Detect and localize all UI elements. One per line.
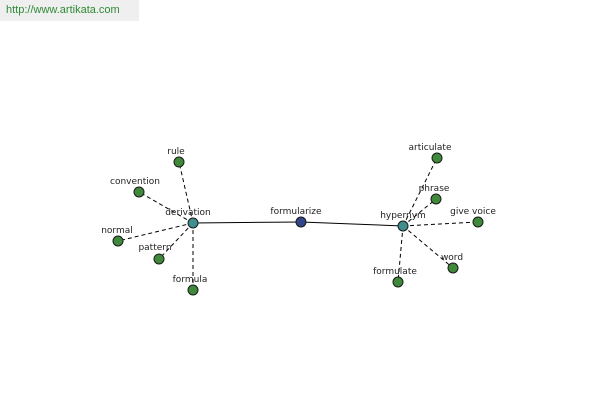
edge-formularize-derivation <box>192 221 302 224</box>
convention-label[interactable]: convention <box>110 177 160 187</box>
site-url-link[interactable]: http://www.artikata.com <box>6 4 120 16</box>
edge-hypernym-give-voice <box>402 221 479 227</box>
hypernym-hub-node[interactable] <box>397 220 409 232</box>
derivation-hub-node[interactable] <box>187 217 199 229</box>
edge-hypernym-articulate <box>402 157 438 227</box>
convention-leaf-node[interactable] <box>133 186 145 198</box>
formula-leaf-node[interactable] <box>187 284 199 296</box>
rule-label[interactable]: rule <box>167 147 185 157</box>
give-voice-label[interactable]: give voice <box>450 207 496 217</box>
pattern-label[interactable]: pattern <box>138 243 171 253</box>
edge-hypernym-phrase <box>402 198 437 227</box>
edge-derivation-rule <box>178 161 194 224</box>
formulate-label[interactable]: formulate <box>373 267 417 277</box>
edge-formularize-hypernym <box>300 221 404 227</box>
edge-derivation-normal <box>117 222 194 242</box>
edge-hypernym-formulate <box>397 225 404 283</box>
pattern-leaf-node[interactable] <box>153 253 165 265</box>
formula-label[interactable]: formula <box>173 275 208 285</box>
articulate-label[interactable]: articulate <box>409 143 452 153</box>
derivation-label[interactable]: derivation <box>165 208 211 218</box>
site-url-banner[interactable]: http://www.artikata.com <box>0 0 139 21</box>
word-label[interactable]: word <box>441 253 463 263</box>
normal-leaf-node[interactable] <box>112 235 124 247</box>
word-leaf-node[interactable] <box>447 262 459 274</box>
formularize-center-node[interactable] <box>295 216 307 228</box>
phrase-label[interactable]: phrase <box>419 184 450 194</box>
give-voice-leaf-node[interactable] <box>472 216 484 228</box>
edge-derivation-convention <box>138 191 194 224</box>
hypernym-label[interactable]: hypernym <box>380 211 426 221</box>
formularize-label[interactable]: formularize <box>270 207 322 217</box>
edge-derivation-pattern <box>158 222 194 260</box>
normal-label[interactable]: normal <box>101 226 133 236</box>
phrase-leaf-node[interactable] <box>430 193 442 205</box>
articulate-leaf-node[interactable] <box>431 152 443 164</box>
formulate-leaf-node[interactable] <box>392 276 404 288</box>
rule-leaf-node[interactable] <box>173 156 185 168</box>
edge-hypernym-word <box>402 225 454 269</box>
